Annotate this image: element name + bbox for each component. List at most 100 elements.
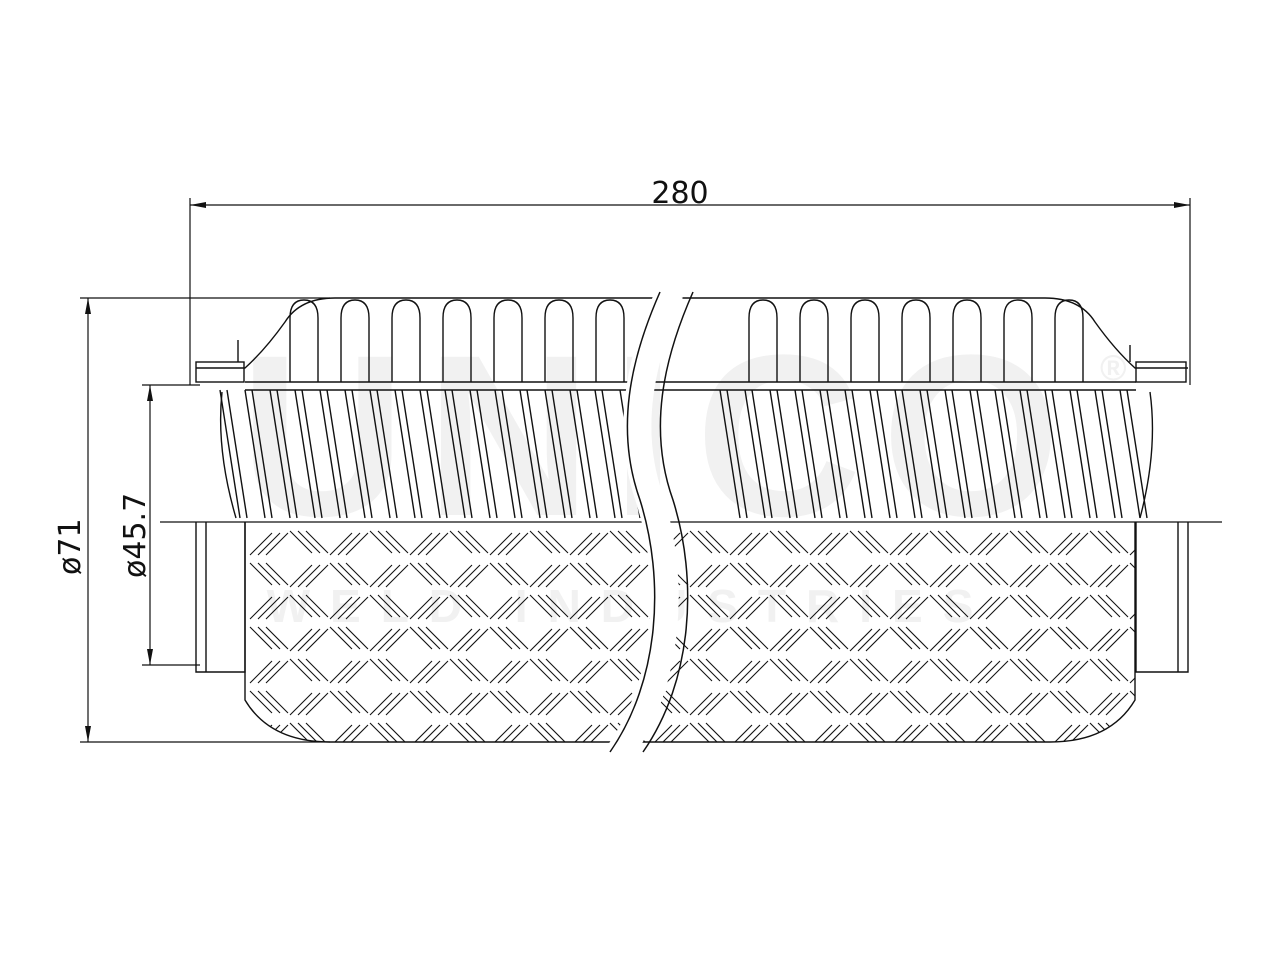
pipe-body xyxy=(195,297,1189,743)
spiral-line xyxy=(1026,389,1048,519)
corrugation-loop xyxy=(340,299,370,382)
spiral-line xyxy=(1094,389,1116,519)
corrugation-loop xyxy=(442,299,472,382)
spiral-line xyxy=(226,389,248,519)
spiral-line xyxy=(976,389,998,519)
length-label: 280 xyxy=(651,176,708,211)
spiral-line xyxy=(951,389,973,519)
spiral-line xyxy=(351,389,373,519)
corrugation-loop xyxy=(1003,299,1033,382)
spiral-line xyxy=(569,389,591,519)
spiral-line xyxy=(1051,389,1073,519)
spiral-line xyxy=(969,389,991,519)
corrugation-loop xyxy=(289,299,319,382)
spiral-line xyxy=(526,389,548,519)
spiral-line xyxy=(1119,389,1141,519)
spiral-line xyxy=(519,389,541,519)
spiral-line xyxy=(919,389,941,519)
spiral-line xyxy=(494,389,516,519)
spiral-line xyxy=(869,389,891,519)
spiral-line xyxy=(876,389,898,519)
spiral-line xyxy=(794,389,816,519)
right-end-sleeve xyxy=(1135,522,1189,673)
spiral-line xyxy=(819,389,841,519)
spiral-line xyxy=(244,389,266,519)
spiral-line xyxy=(1019,389,1041,519)
spiral-line xyxy=(501,389,523,519)
spiral-line xyxy=(726,389,748,519)
corrugation-loop xyxy=(952,299,982,382)
braid-outline xyxy=(244,522,1136,743)
spiral-line xyxy=(1069,389,1091,519)
spiral-line xyxy=(394,389,416,519)
spiral-line xyxy=(751,389,773,519)
spiral-line xyxy=(1076,389,1098,519)
length-dimension: 280 xyxy=(189,176,1191,385)
corrugation-loop xyxy=(748,299,778,382)
spiral-line xyxy=(576,389,598,519)
spiral-line xyxy=(1101,389,1123,519)
spiral-line xyxy=(451,389,473,519)
outer-diameter-label: ø71 xyxy=(53,518,88,575)
spiral-ends xyxy=(219,391,1154,519)
corrugation-loop xyxy=(1054,299,1084,382)
left-end-flange xyxy=(195,361,245,383)
braid-pattern xyxy=(249,530,1135,742)
spiral-line xyxy=(551,389,573,519)
watermark: UNICO WELD INDUSTRIES ® xyxy=(239,307,1126,632)
corrugation-loop xyxy=(850,299,880,382)
corrugation-loop xyxy=(595,299,625,382)
spiral-line xyxy=(994,389,1016,519)
spiral-line xyxy=(744,389,766,519)
spiral-line xyxy=(601,389,623,519)
spiral-line xyxy=(926,389,948,519)
spiral-line xyxy=(326,389,348,519)
corrugation-loop xyxy=(901,299,931,382)
flange-lips xyxy=(237,340,1131,362)
spiral-line xyxy=(1044,389,1066,519)
spiral-line xyxy=(301,389,323,519)
corrugation-loop xyxy=(544,299,574,382)
spiral-line xyxy=(901,389,923,519)
spiral-line xyxy=(1126,389,1148,519)
spiral-line xyxy=(376,389,398,519)
spiral-line xyxy=(269,389,291,519)
corrugation-loop xyxy=(391,299,421,382)
spiral-line xyxy=(294,389,316,519)
spiral-line xyxy=(776,389,798,519)
corrugation-loop xyxy=(493,299,523,382)
spiral-line xyxy=(251,389,273,519)
spiral-line xyxy=(851,389,873,519)
spiral-line xyxy=(444,389,466,519)
spiral-line xyxy=(894,389,916,519)
left-end-sleeve xyxy=(195,522,246,673)
break-line xyxy=(608,286,694,760)
spiral-line xyxy=(801,389,823,519)
spiral-line xyxy=(844,389,866,519)
watermark-registered-mark: ® xyxy=(1100,347,1127,388)
right-end-flange xyxy=(1135,361,1187,383)
inner-diameter-label: ø45.7 xyxy=(118,493,153,578)
spiral-line xyxy=(219,389,241,519)
spiral-line xyxy=(719,389,741,519)
spiral-line xyxy=(426,389,448,519)
spiral-line xyxy=(826,389,848,519)
spiral-line xyxy=(944,389,966,519)
spiral-line xyxy=(276,389,298,519)
watermark-subtitle: WELD INDUSTRIES xyxy=(267,580,994,632)
spiral-line xyxy=(1001,389,1023,519)
spiral-line xyxy=(401,389,423,519)
corrugation-loop xyxy=(799,299,829,382)
spiral-line xyxy=(769,389,791,519)
spiral-line xyxy=(476,389,498,519)
spiral-line xyxy=(319,389,341,519)
spiral-line xyxy=(469,389,491,519)
helical-liner xyxy=(219,389,1148,519)
spiral-line xyxy=(344,389,366,519)
spiral-line xyxy=(544,389,566,519)
corrugation-loops xyxy=(289,299,1084,382)
inner-diameter-dimension: ø45.7 xyxy=(118,384,200,666)
outer-diameter-dimension: ø71 xyxy=(53,297,330,743)
spiral-line xyxy=(419,389,441,519)
